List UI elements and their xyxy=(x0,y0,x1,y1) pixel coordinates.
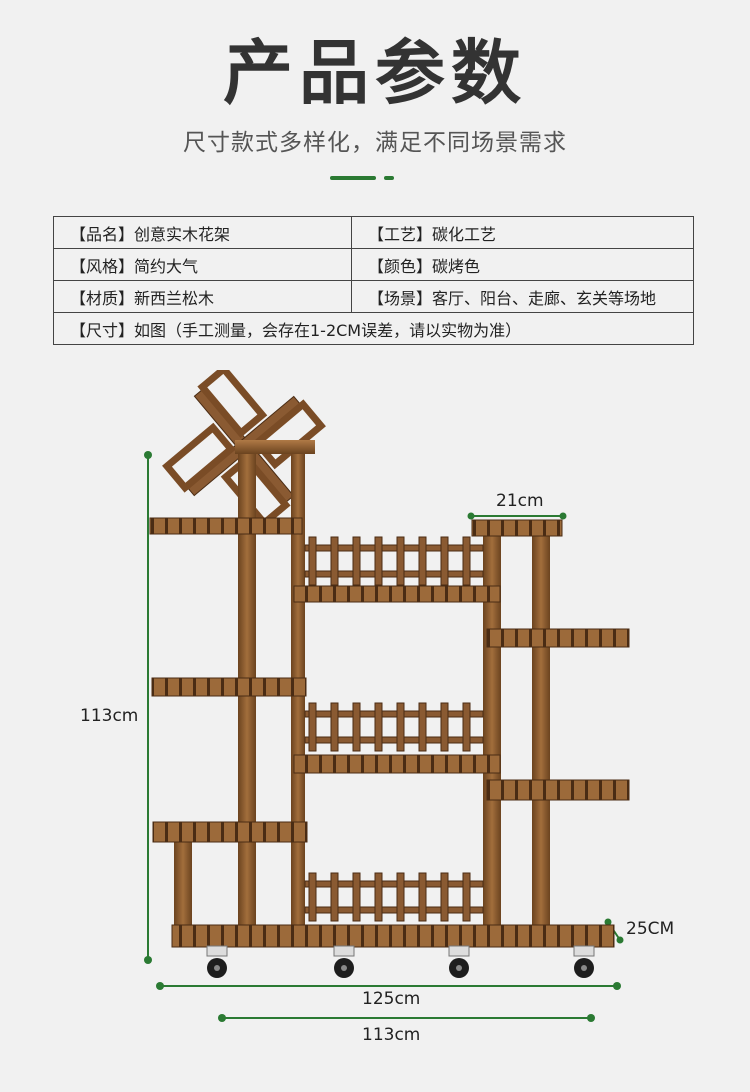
shelf-boards xyxy=(149,517,630,948)
height-label: 113cm xyxy=(80,706,138,726)
param-size: 【尺寸】如图（手工测量，会存在1-2CM误差，请以实物为准） xyxy=(53,312,694,345)
caster-wheels xyxy=(206,945,595,978)
total-width-dimension: 125cm xyxy=(156,982,621,1009)
params-row: 【材质】新西兰松木 【场景】客厅、阳台、走廊、玄关等场地 xyxy=(53,280,694,313)
params-row: 【品名】创意实木花架 【工艺】碳化工艺 xyxy=(53,216,694,249)
height-dimension: 113cm xyxy=(80,451,152,964)
params-row: 【尺寸】如图（手工测量，会存在1-2CM误差，请以实物为准） xyxy=(53,312,694,345)
param-scene: 【场景】客厅、阳台、走廊、玄关等场地 xyxy=(351,280,694,313)
param-style: 【风格】简约大气 xyxy=(53,248,352,281)
fence-panels xyxy=(304,536,484,922)
depth-label: 25CM xyxy=(626,919,674,939)
params-table: 【品名】创意实木花架 【工艺】碳化工艺 【风格】简约大气 【颜色】碳烤色 【材质… xyxy=(53,216,694,345)
base-width-dimension: 113cm xyxy=(218,1014,595,1045)
top-width-label: 21cm xyxy=(496,491,544,511)
param-material: 【材质】新西兰松木 xyxy=(53,280,352,313)
page-subtitle: 尺寸款式多样化，满足不同场景需求 xyxy=(183,130,567,156)
params-row: 【风格】简约大气 【颜色】碳烤色 xyxy=(53,248,694,281)
base-width-label: 113cm xyxy=(362,1025,420,1045)
title-divider-dot xyxy=(384,176,394,180)
total-width-label: 125cm xyxy=(362,989,420,1009)
depth-dimension: 25CM xyxy=(604,918,674,944)
page-title: 产品参数 xyxy=(223,32,527,114)
product-diagram: 113cm 21cm 25CM 125cm 113cm xyxy=(80,370,674,1045)
top-width-dimension: 21cm xyxy=(467,491,567,520)
param-name: 【品名】创意实木花架 xyxy=(53,216,352,249)
title-divider xyxy=(330,176,376,180)
param-craft: 【工艺】碳化工艺 xyxy=(351,216,694,249)
param-color: 【颜色】碳烤色 xyxy=(351,248,694,281)
